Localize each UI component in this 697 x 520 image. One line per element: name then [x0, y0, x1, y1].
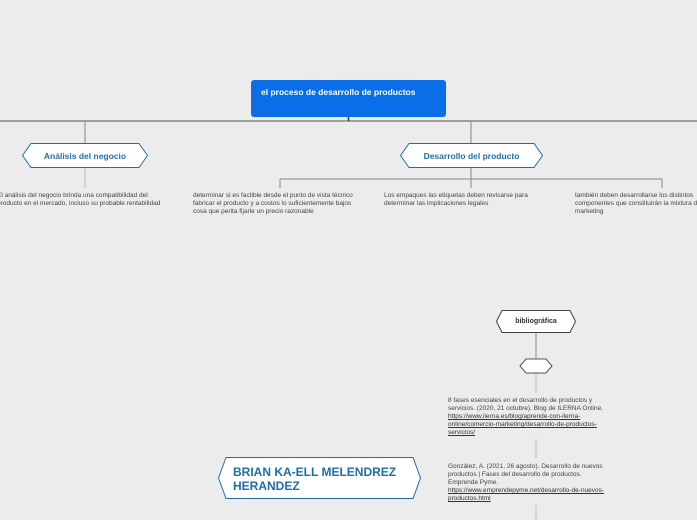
branch-label: Desarrollo del producto — [423, 150, 520, 161]
branch-business-analysis[interactable]: Análisis del negocio — [22, 143, 148, 168]
reference-text: González, A. (2021, 26 agosto). Desarrol… — [448, 463, 603, 486]
hexagon-shape — [400, 143, 543, 168]
reference-text: 8 fases esenciales en el desarrollo de p… — [448, 397, 603, 412]
root-topic-label: el proceso de desarrollo de productos — [261, 87, 416, 97]
hexagon-shape — [22, 143, 148, 168]
leaf-analysis-compatibility[interactable]: El análisis del negocio brinda una compa… — [0, 192, 161, 207]
bibliography-label: bibliográfica — [515, 318, 557, 325]
empty-hexagon-node — [519, 358, 553, 374]
author-node[interactable]: BRIAN KA-ELL MELENDREZ HERANDEZ — [218, 457, 421, 499]
hexagon-shape — [496, 310, 576, 333]
reference-link[interactable]: https://www.emprendepyme.net/desarrollo-… — [448, 487, 605, 502]
root-topic[interactable]: el proceso de desarrollo de productos — [251, 80, 446, 117]
reference-ilerna: 8 fases esenciales en el desarrollo de p… — [448, 397, 613, 437]
reference-emprendepyme: González, A. (2021, 26 agosto). Desarrol… — [448, 463, 613, 503]
branch-product-development[interactable]: Desarrollo del producto — [400, 143, 543, 168]
branch-label: Análisis del negocio — [43, 150, 127, 161]
author-name: BRIAN KA-ELL MELENDREZ HERANDEZ — [233, 465, 397, 493]
hexagon-shape — [218, 457, 421, 499]
bibliography-node[interactable]: bibliográfica — [496, 310, 576, 333]
leaf-technical-feasibility[interactable]: determinar si es factible desde el punto… — [193, 192, 353, 215]
leaf-marketing-mix[interactable]: también deben desarrollarse los distinto… — [575, 192, 697, 215]
leaf-packaging-labels[interactable]: Los empaques las etiquetas deben revisar… — [384, 192, 528, 207]
reference-link[interactable]: https://www.ilerna.es/blog/aprende-con-i… — [448, 413, 597, 436]
